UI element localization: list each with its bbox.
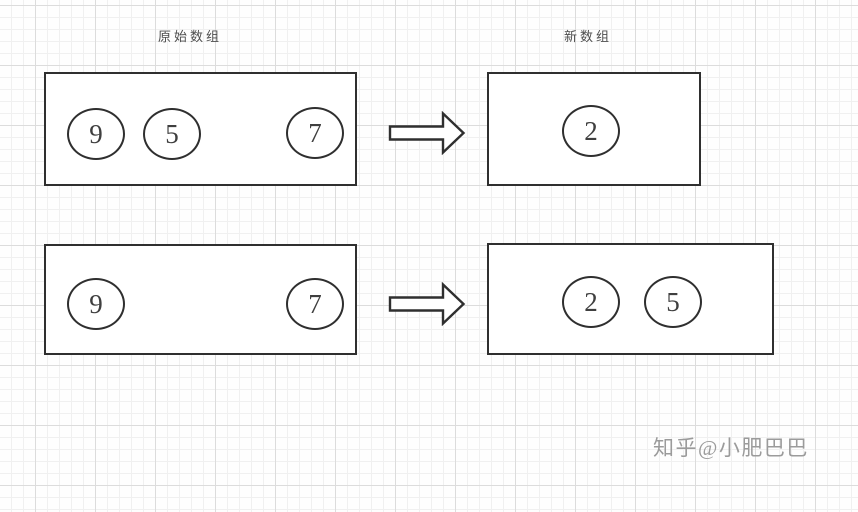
array-item-value: 9	[89, 288, 103, 319]
result-array-box-2	[487, 243, 774, 355]
array-item-circle: 5	[143, 108, 201, 160]
arrow-right-icon	[388, 282, 466, 326]
array-item-circle: 9	[67, 108, 125, 160]
result-array-title: 新数组	[564, 29, 613, 44]
array-item-value: 7	[308, 117, 322, 148]
array-item-circle: 7	[286, 107, 344, 159]
array-item-value: 9	[89, 118, 103, 149]
arrow-right-icon	[388, 111, 466, 155]
array-item-value: 2	[584, 286, 598, 317]
array-item-circle: 9	[67, 278, 125, 330]
array-item-circle: 5	[644, 276, 702, 328]
array-item-value: 7	[308, 288, 322, 319]
source-array-title: 原始数组	[158, 29, 223, 44]
watermark: 知乎@小肥巴巴	[653, 436, 809, 460]
array-item-value: 5	[666, 286, 680, 317]
array-item-circle: 2	[562, 105, 620, 157]
array-item-value: 5	[165, 118, 179, 149]
array-item-circle: 2	[562, 276, 620, 328]
array-item-value: 2	[584, 115, 598, 146]
array-item-circle: 7	[286, 278, 344, 330]
